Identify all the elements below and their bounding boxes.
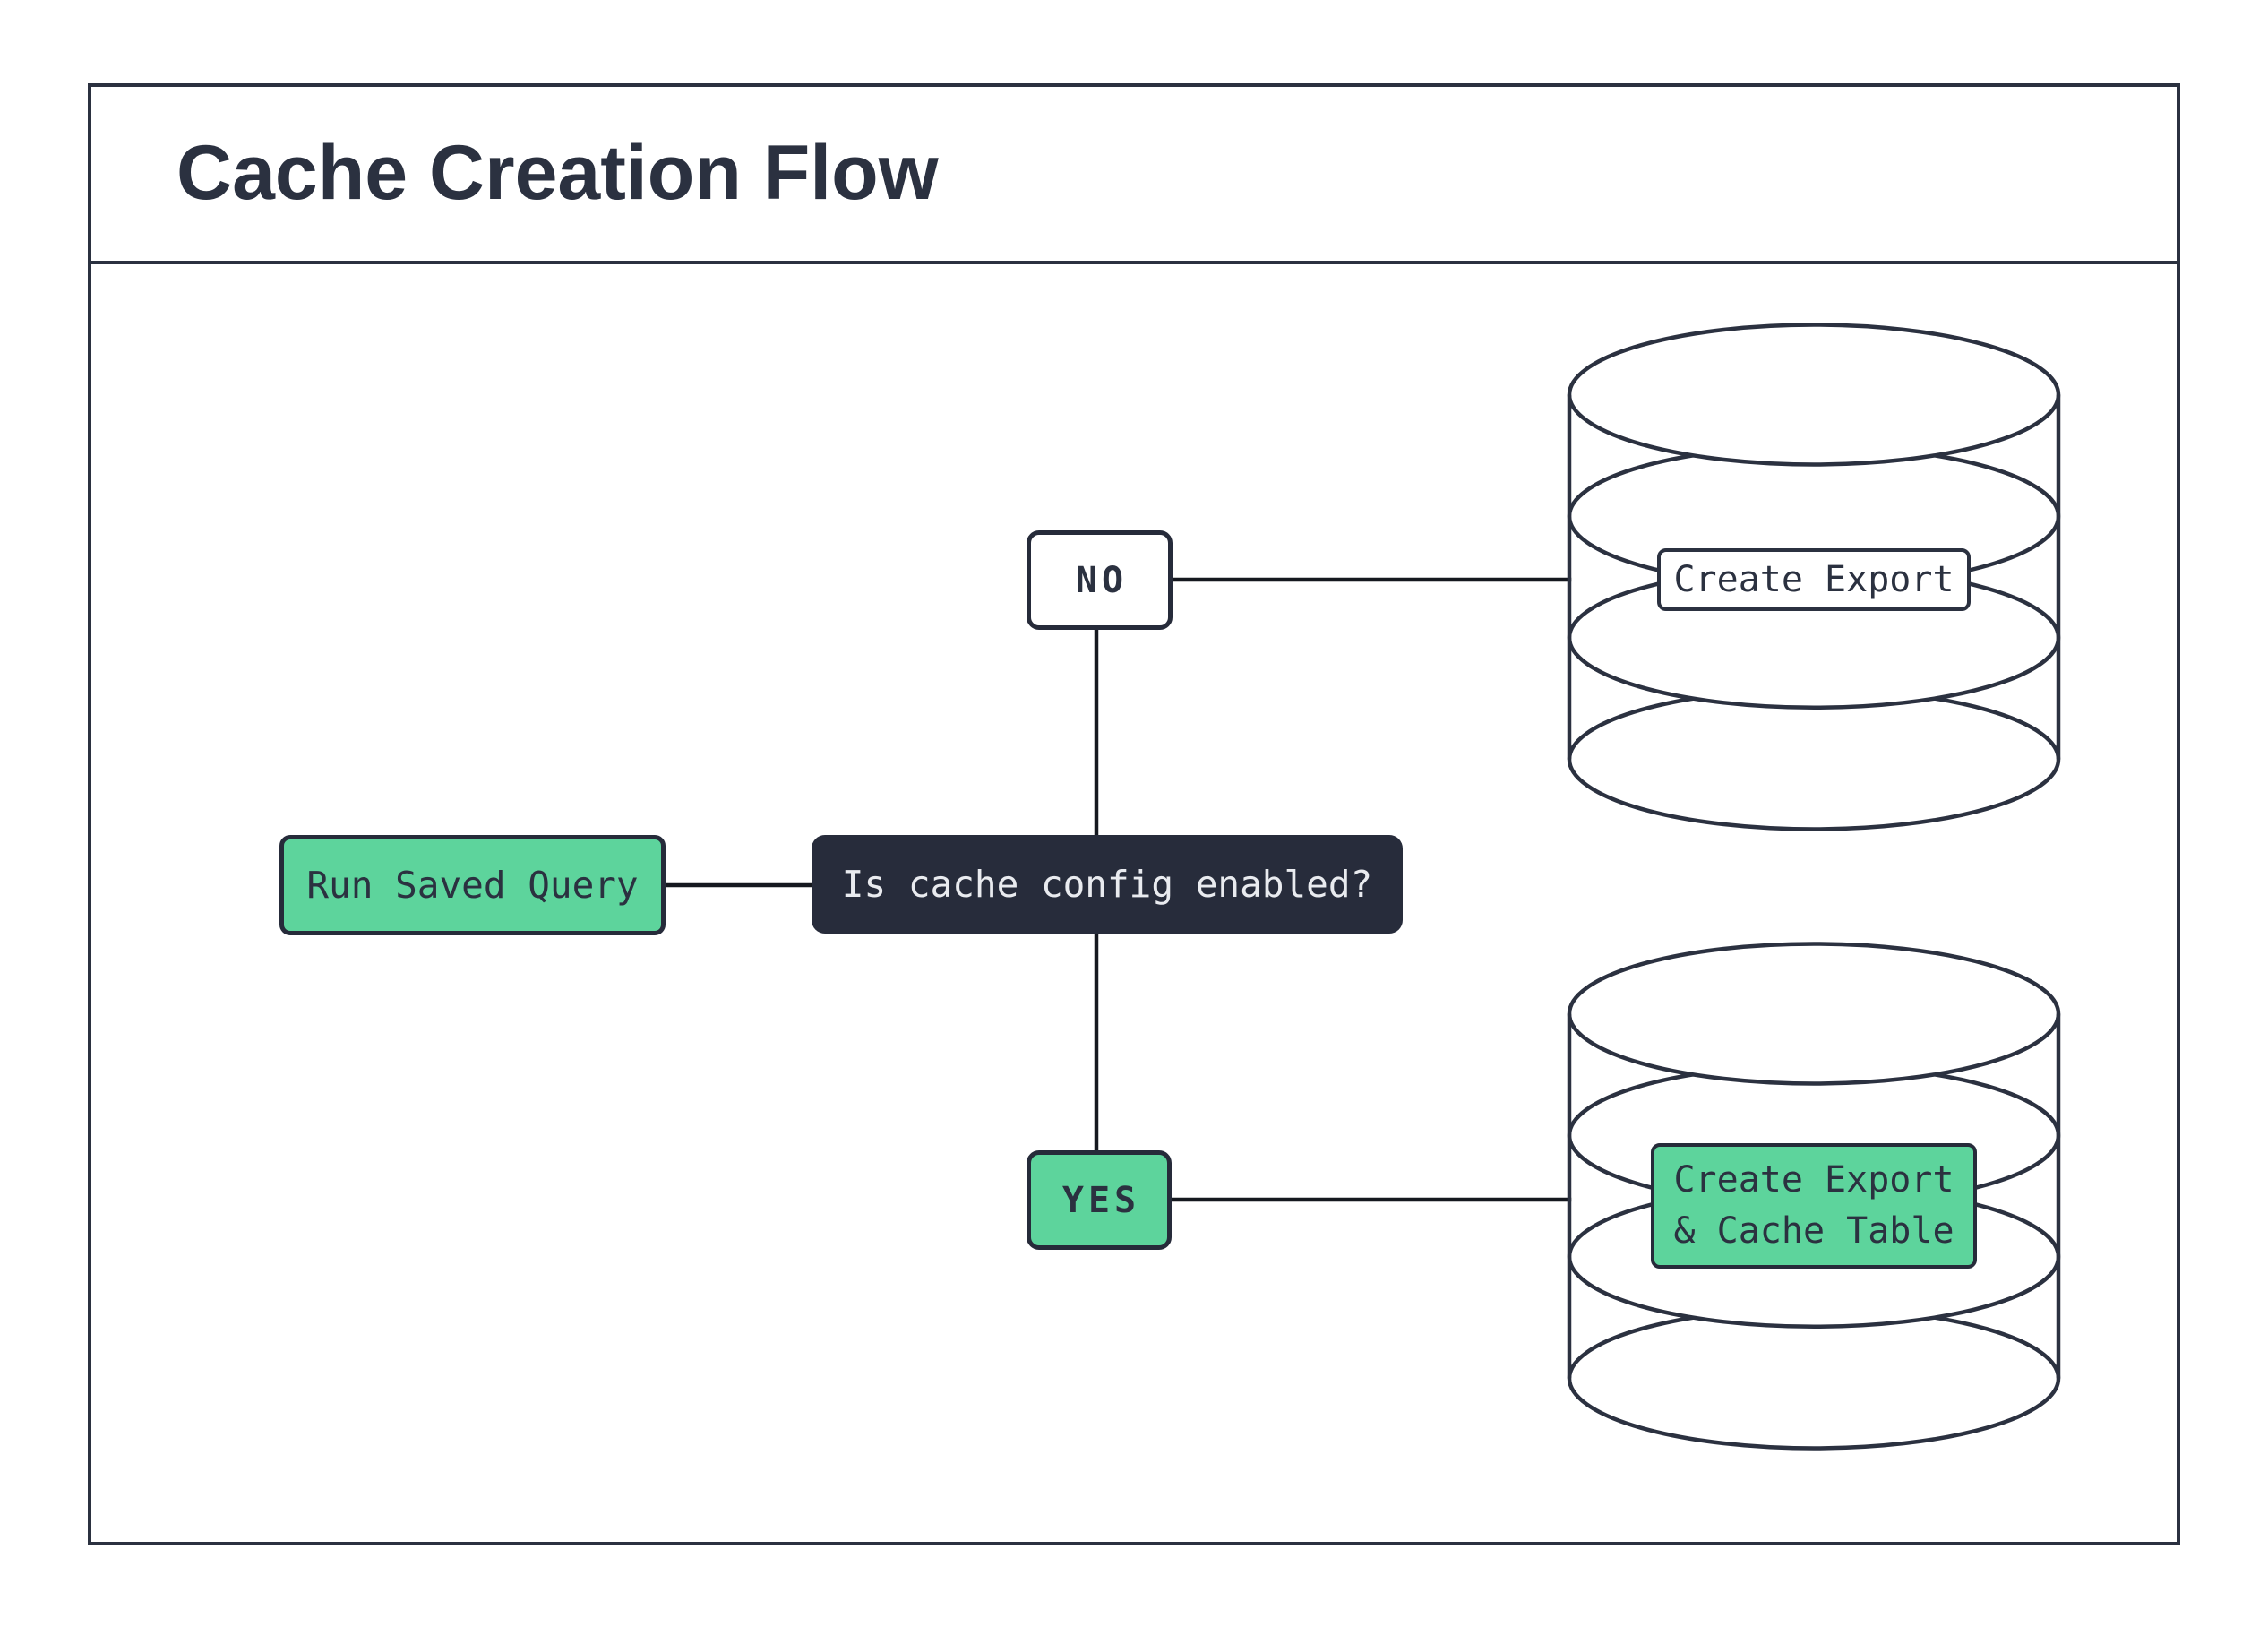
page-title: Cache Creation Flow [176,129,939,216]
node-create-export-cache-table: Create Export & Cache Table [1651,1143,1977,1269]
edge-label-no-text: NO [1075,559,1129,601]
node-cache-config-decision: Is cache config enabled? [812,835,1403,934]
node-create-export-cache-table-line1: Create Export [1673,1159,1954,1201]
node-create-export-label: Create Export [1673,559,1954,600]
node-run-saved-query-label: Run Saved Query [306,864,639,907]
edge-label-yes-text: YES [1061,1179,1141,1221]
edge-label-no: NO [1027,530,1173,630]
node-create-export: Create Export [1657,548,1971,611]
edge-label-yes: YES [1027,1150,1172,1250]
diagram-frame [88,83,2180,1545]
node-create-export-cache-table-line2: & Cache Table [1673,1210,1954,1252]
node-run-saved-query: Run Saved Query [279,835,666,935]
title-wrap: Cache Creation Flow [176,83,939,263]
connector-lines [663,577,1572,1202]
header-divider [88,261,2180,264]
node-cache-config-decision-label: Is cache config enabled? [841,863,1373,906]
